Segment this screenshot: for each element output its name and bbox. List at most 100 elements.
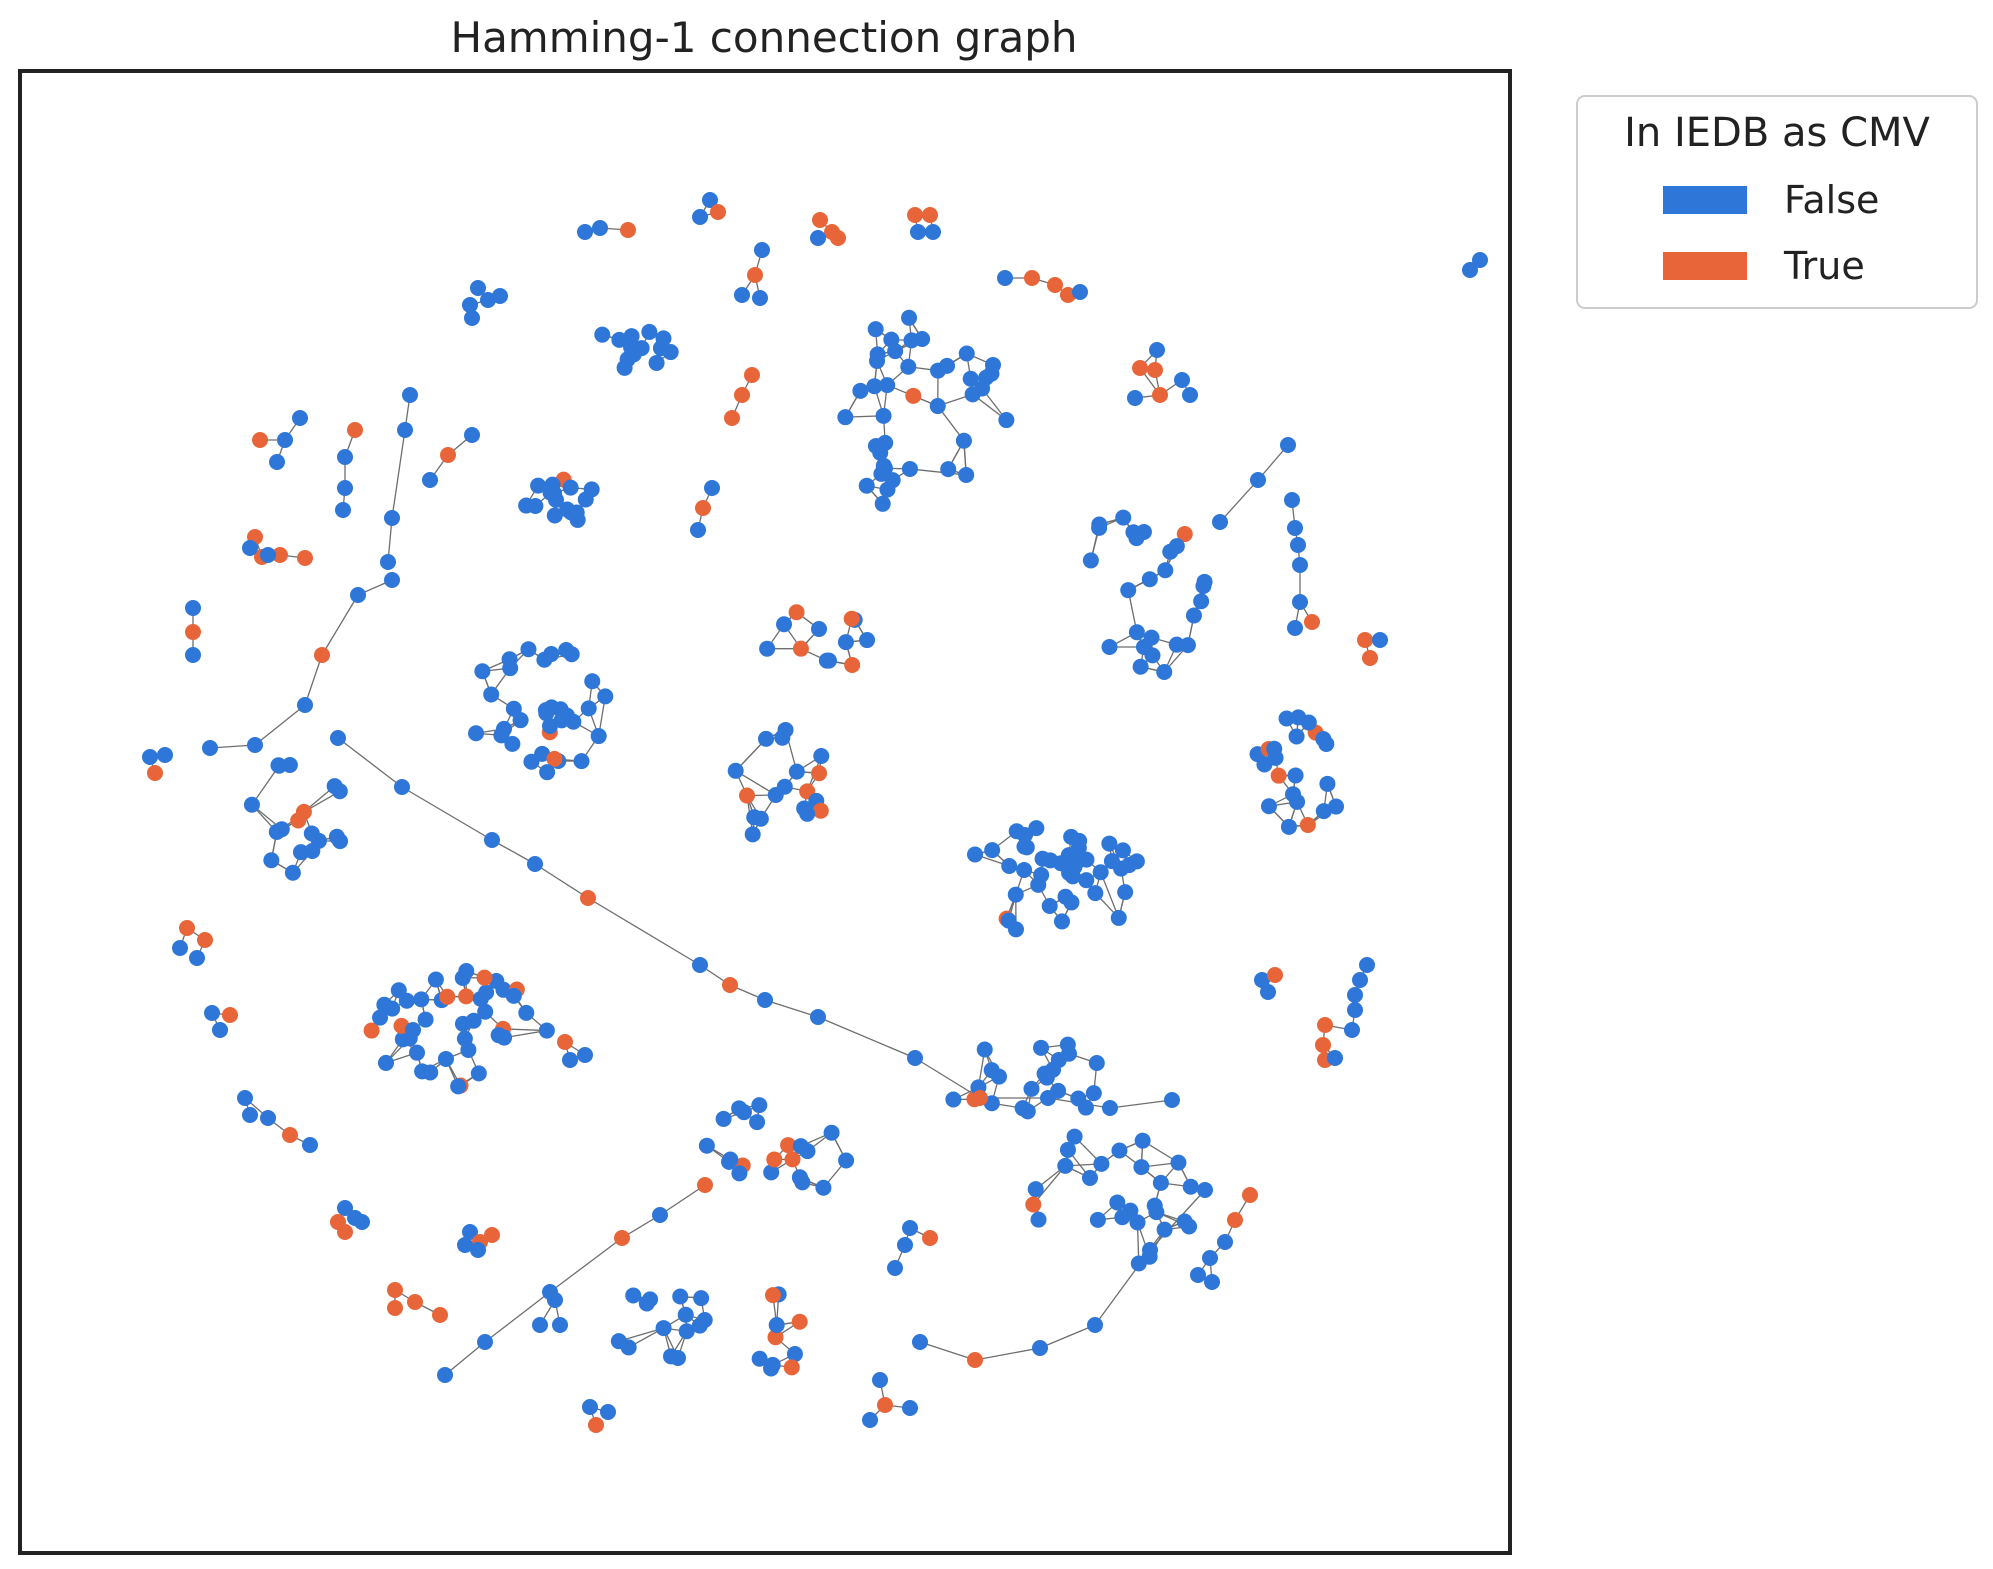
node-false <box>172 940 188 956</box>
node-false <box>492 288 508 304</box>
node-true <box>222 1007 238 1023</box>
node-false <box>462 297 478 313</box>
node-false <box>621 334 638 351</box>
node-false <box>398 992 415 1009</box>
node-true <box>844 656 861 673</box>
node-false <box>518 1004 535 1021</box>
node-true <box>282 1127 298 1143</box>
node-false <box>641 323 658 340</box>
node-false <box>539 764 556 781</box>
node-false <box>242 1107 258 1123</box>
node-false <box>1142 1242 1158 1258</box>
node-false <box>1168 538 1185 555</box>
node-false <box>552 1317 568 1333</box>
node-true <box>297 550 313 566</box>
node-true <box>1267 967 1283 983</box>
node-false <box>1057 888 1074 905</box>
node-false <box>584 673 601 690</box>
node-false <box>394 1031 411 1048</box>
edge <box>401 786 493 841</box>
node-false <box>1190 1267 1206 1283</box>
node-true <box>812 802 829 819</box>
node-false <box>562 479 579 496</box>
node-false <box>939 357 956 374</box>
node-true <box>272 547 288 563</box>
node-false <box>984 356 1001 373</box>
node-false <box>1127 390 1143 406</box>
node-true <box>811 765 828 782</box>
node-true <box>1047 277 1063 293</box>
node-true <box>695 500 711 516</box>
node-false <box>1287 520 1303 536</box>
node-false <box>887 1260 903 1276</box>
node-false <box>1081 1169 1098 1186</box>
node-false <box>284 864 301 881</box>
node-true <box>185 624 201 640</box>
node-true <box>458 988 475 1005</box>
node-false <box>460 1041 477 1058</box>
node-false <box>1033 1039 1050 1056</box>
node-false <box>263 852 280 869</box>
node-false <box>292 410 308 426</box>
node-false <box>625 1287 642 1304</box>
node-false <box>413 991 430 1008</box>
node-false <box>1185 607 1202 624</box>
edge <box>391 429 406 519</box>
node-true <box>557 1034 573 1050</box>
node-true <box>580 890 596 906</box>
node-true <box>387 1282 403 1298</box>
node-true <box>290 812 307 829</box>
node-false <box>838 1152 855 1169</box>
node-true <box>1362 650 1378 666</box>
edge <box>549 1237 623 1293</box>
node-true <box>1227 1212 1243 1228</box>
node-false <box>477 1003 494 1020</box>
node-false <box>907 1050 923 1066</box>
node-false <box>1328 798 1345 815</box>
node-false <box>731 1100 748 1117</box>
node-false <box>520 641 537 658</box>
node-false <box>1181 1218 1198 1235</box>
node-false <box>727 762 744 779</box>
node-false <box>1128 624 1145 641</box>
legend-label-true: True <box>1783 244 1865 288</box>
node-true <box>843 610 860 627</box>
node-false <box>1179 637 1196 654</box>
node-false <box>698 1137 715 1154</box>
node-false <box>1016 861 1033 878</box>
node-false <box>546 507 563 524</box>
node-false <box>746 809 763 826</box>
node-false <box>1028 820 1045 837</box>
node-false <box>1212 514 1228 530</box>
node-false <box>594 326 611 343</box>
node-false <box>1089 1211 1106 1228</box>
node-true <box>767 1329 784 1346</box>
node-false <box>1278 710 1295 727</box>
node-false <box>759 640 776 657</box>
node-false <box>1014 1100 1031 1117</box>
node-false <box>273 821 290 838</box>
node-false <box>792 1138 809 1155</box>
node-false <box>867 321 884 338</box>
node-false <box>185 647 201 663</box>
node-true <box>780 1137 797 1154</box>
node-false <box>1267 749 1284 766</box>
node-false <box>565 713 582 730</box>
node-false <box>1300 714 1317 731</box>
node-true <box>387 1300 403 1316</box>
node-false <box>582 1399 598 1415</box>
node-false <box>984 842 1001 859</box>
node-true <box>1025 1196 1042 1213</box>
node-true <box>788 604 805 621</box>
edge <box>534 863 589 899</box>
node-false <box>1016 826 1033 843</box>
node-false <box>1284 492 1300 508</box>
node-false <box>304 843 321 860</box>
node-false <box>1280 818 1297 835</box>
node-false <box>1149 342 1165 358</box>
node-false <box>1290 537 1306 553</box>
node-true <box>440 447 456 463</box>
edge <box>1039 1324 1096 1349</box>
node-false <box>1061 1045 1078 1062</box>
node-false <box>763 1164 780 1181</box>
